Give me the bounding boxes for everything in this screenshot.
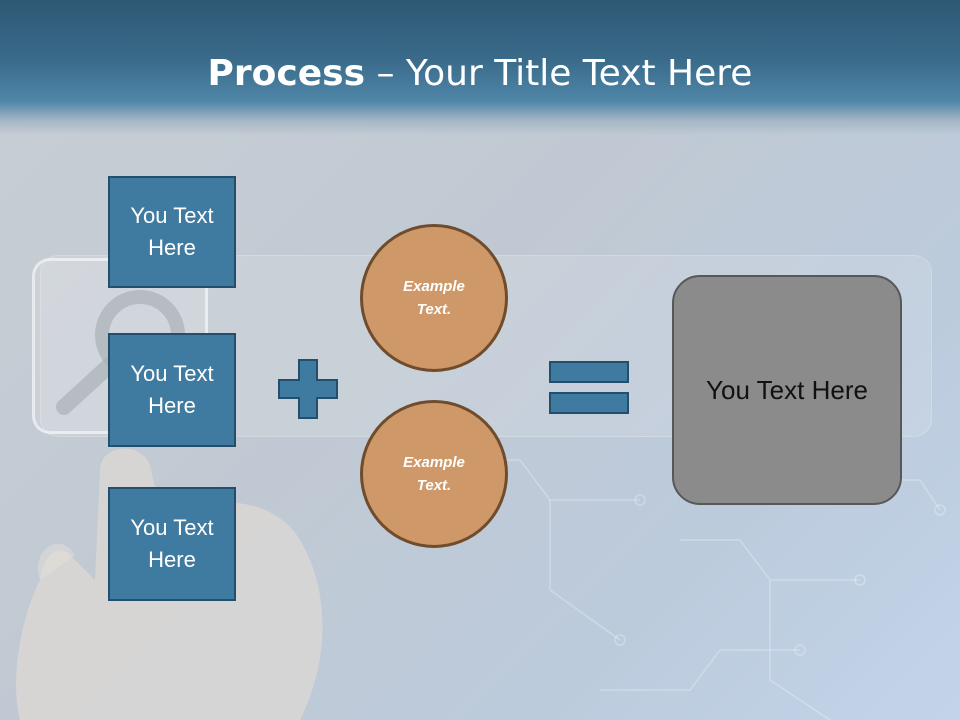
input-box-1-line1: You Text bbox=[130, 203, 214, 228]
example-circle-2-line1: Example bbox=[403, 454, 465, 471]
slide-title: Process – Your Title Text Here bbox=[0, 52, 960, 96]
title-bold: Process bbox=[207, 53, 366, 94]
input-box-2[interactable]: You Text Here bbox=[108, 333, 236, 447]
input-box-2-line2: Here bbox=[148, 393, 196, 418]
input-box-1-line2: Here bbox=[148, 235, 196, 260]
example-circle-2[interactable]: Example Text. bbox=[360, 400, 508, 548]
input-box-3-line2: Here bbox=[148, 547, 196, 572]
example-circle-2-line2: Text. bbox=[416, 477, 452, 494]
example-circle-1-line2: Text. bbox=[416, 301, 452, 318]
input-box-1[interactable]: You Text Here bbox=[108, 176, 236, 288]
input-box-3[interactable]: You Text Here bbox=[108, 487, 236, 601]
title-rest: – Your Title Text Here bbox=[365, 53, 753, 94]
equals-icon[interactable] bbox=[549, 361, 629, 415]
result-box[interactable]: You Text Here bbox=[672, 275, 902, 505]
input-box-2-line1: You Text bbox=[130, 361, 214, 386]
title-banner bbox=[0, 0, 960, 135]
example-circle-1-line1: Example bbox=[403, 278, 465, 295]
result-text: You Text Here bbox=[706, 374, 868, 405]
example-circle-1[interactable]: Example Text. bbox=[360, 224, 508, 372]
input-box-3-line1: You Text bbox=[130, 515, 214, 540]
plus-icon[interactable] bbox=[278, 359, 338, 419]
